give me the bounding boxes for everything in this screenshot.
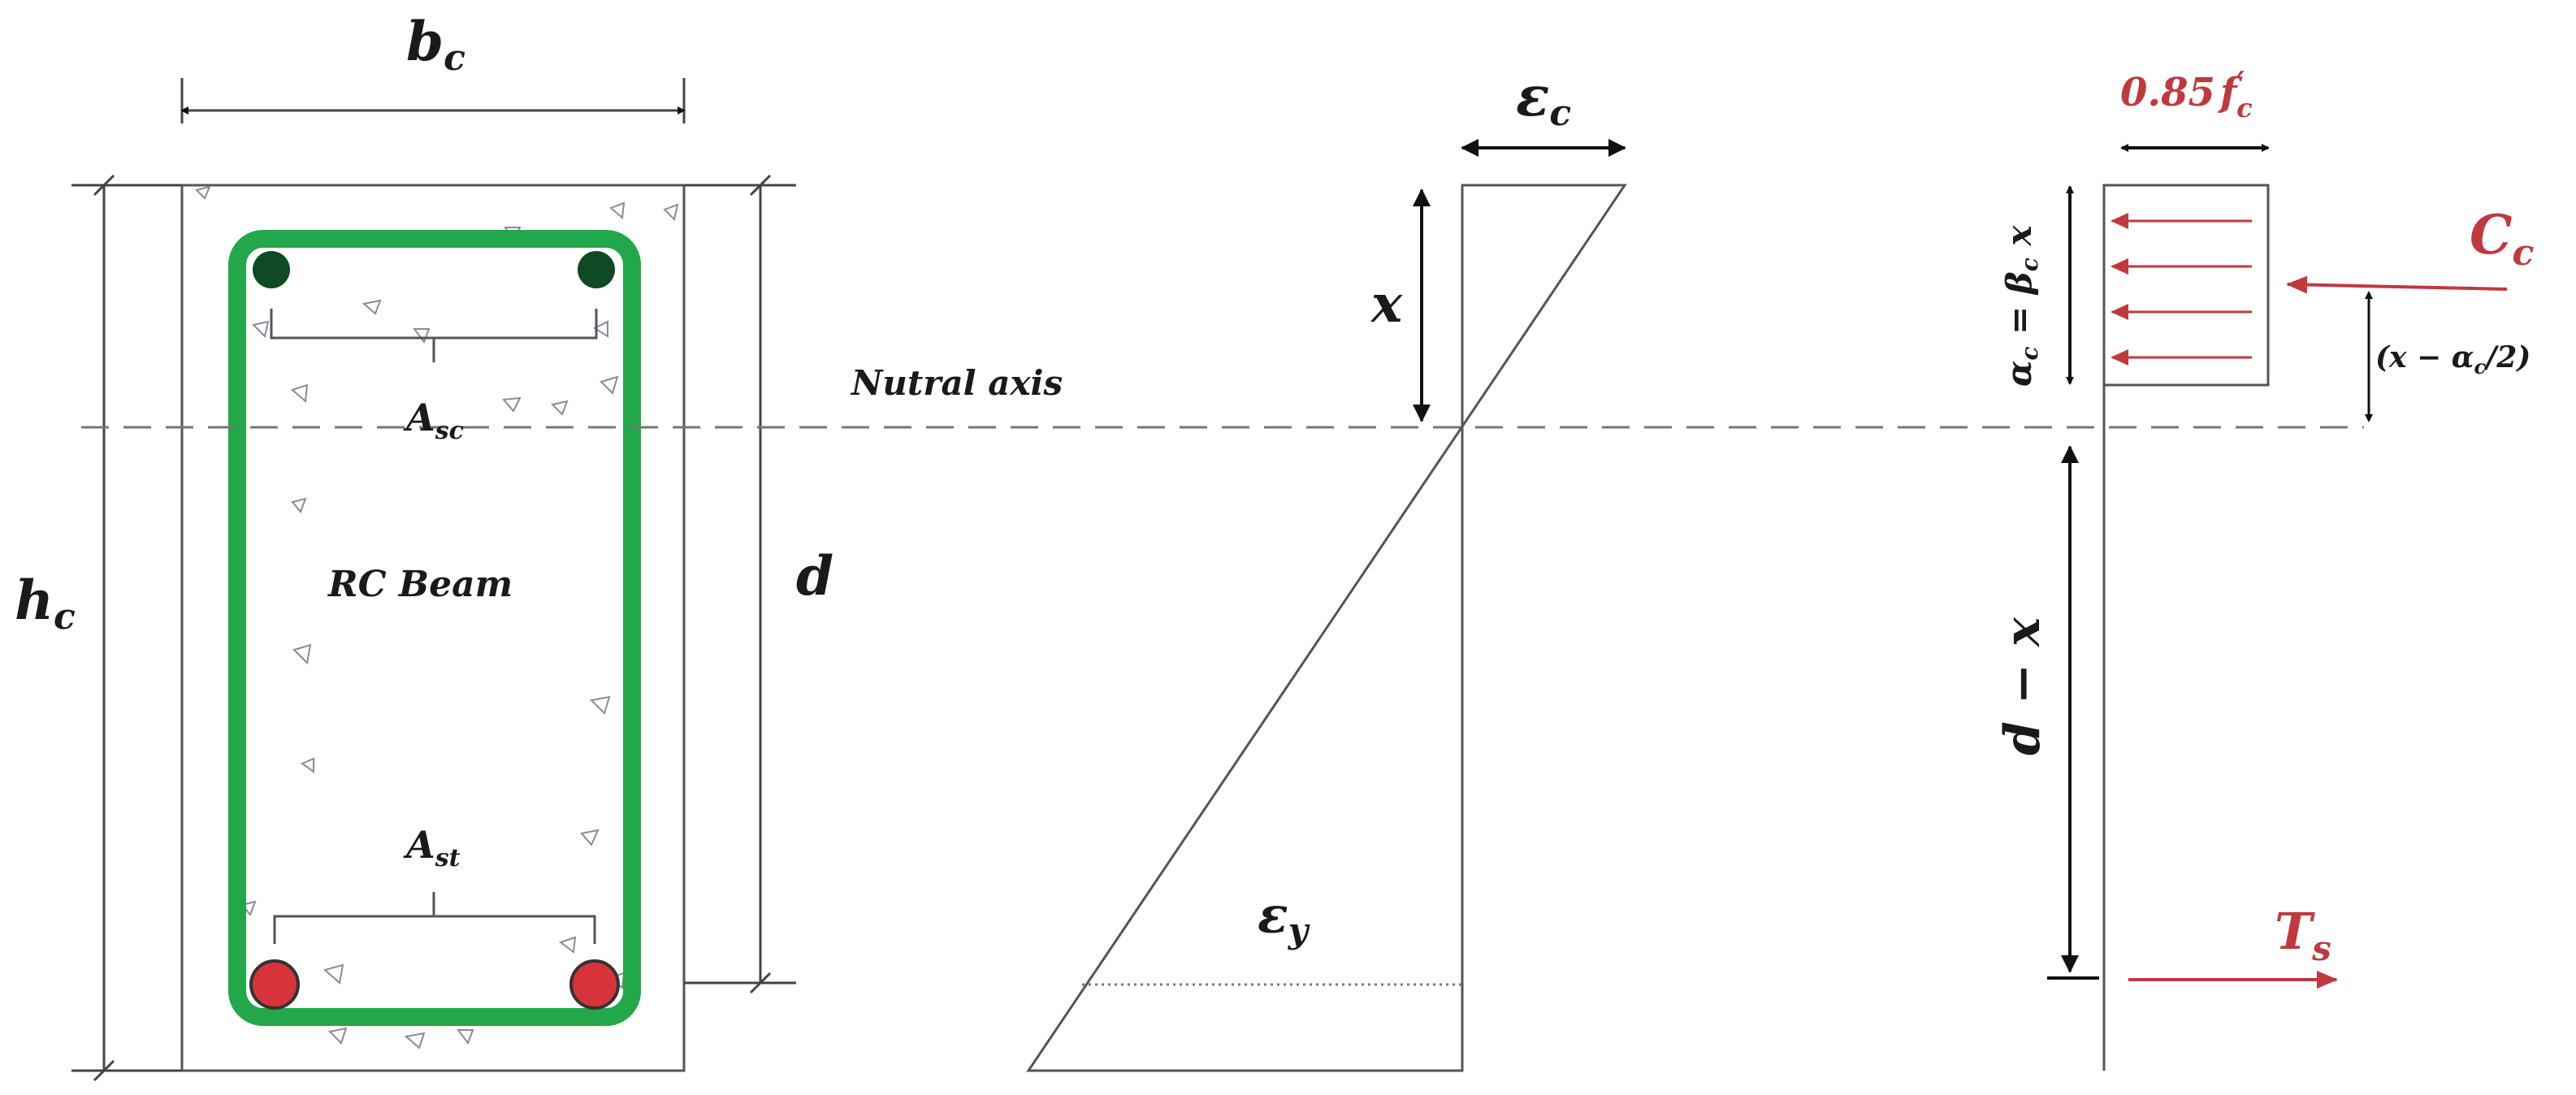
width-dimension [180, 78, 686, 123]
label-cc: Cc [2470, 203, 2535, 274]
ast-bracket [273, 892, 596, 944]
label-ts: Ts [2275, 902, 2331, 968]
label-ast: Ast [403, 823, 461, 872]
label-neutral-axis: Nutral axis [850, 363, 1063, 403]
bottom-bar-left [249, 959, 300, 1010]
label-rc-beam: RC Beam [327, 564, 513, 605]
label-x: x [1370, 274, 1403, 335]
strain-diagram [1026, 139, 1627, 1072]
label-alpha-equation: αc = βc x [1999, 225, 2043, 387]
stress-arrows [2111, 213, 2252, 366]
concrete-outline [180, 184, 686, 1072]
beam-cross-section [180, 184, 686, 1072]
label-eps-c: εc [1516, 64, 1571, 134]
compression-force-arrow [2286, 275, 2508, 294]
bottom-bar-right [569, 959, 620, 1010]
stress-diagram [2047, 144, 2508, 1071]
effective-depth-dimension [684, 174, 796, 994]
top-bar-right [578, 251, 615, 288]
stress-block [2102, 184, 2270, 387]
label-lever-arm: (x − αc/2) [2375, 340, 2531, 379]
strain-profile [1026, 184, 1627, 1072]
stirrup [228, 230, 641, 1026]
label-hc: hc [15, 569, 76, 638]
asc-bracket [270, 309, 598, 362]
label-d: d [796, 544, 833, 608]
label-d-minus-x: d − x [1994, 617, 2051, 755]
top-bar-left [253, 251, 290, 288]
label-asc: Asc [403, 396, 464, 445]
label-eps-y: εy [1258, 885, 1310, 950]
height-dimension [71, 174, 182, 1082]
label-bc: bc [406, 10, 465, 79]
